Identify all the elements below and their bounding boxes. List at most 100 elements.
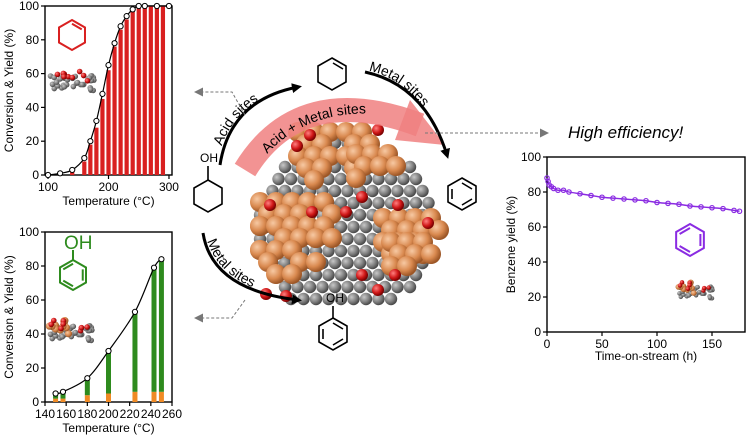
bar-green <box>84 379 90 396</box>
bar <box>106 70 111 175</box>
carbon-atom <box>278 280 292 294</box>
bar-green <box>60 393 66 399</box>
oxygen-atom <box>685 286 691 292</box>
plot-frame <box>546 156 746 333</box>
bar <box>124 19 129 175</box>
carbon-atom <box>272 172 285 186</box>
oxygen-atom <box>69 74 76 81</box>
carbon-atom <box>384 172 398 186</box>
benzene-yield-point <box>560 187 567 194</box>
bar-green <box>151 269 157 392</box>
y-tick-label: 100 <box>19 225 39 239</box>
carbon-atom <box>347 268 360 282</box>
benzene-yield-point <box>610 195 616 201</box>
carbon-atom <box>303 280 317 294</box>
carbon-atom <box>278 160 292 174</box>
oxygen-atom <box>372 124 384 136</box>
y-tick-label: 100 <box>19 0 39 13</box>
cyclohexene-inset-icon <box>58 18 86 52</box>
benzene-yield-point <box>632 197 638 203</box>
bar-orange <box>60 398 66 402</box>
bar-orange <box>53 398 59 402</box>
bar-orange <box>158 391 164 402</box>
y-tick-label: 40 <box>26 327 40 341</box>
oxygen-atom <box>706 285 711 290</box>
bar-green <box>106 352 111 394</box>
benzene-yield-point <box>654 199 660 206</box>
y-tick-label: 0 <box>32 395 39 409</box>
copper-atom <box>304 170 324 190</box>
conversion-point <box>135 2 142 10</box>
benzene-yield-point <box>577 190 583 197</box>
carbon-atom <box>309 292 323 306</box>
copper-atom <box>282 264 302 284</box>
x-tick-label: 100 <box>38 180 58 194</box>
carbon-atom <box>409 196 423 210</box>
y-tick-label: 80 <box>528 185 542 199</box>
x-tick-label: 140 <box>35 407 55 421</box>
carbon-atom <box>409 172 423 186</box>
bar-orange <box>151 391 157 402</box>
oxygen-atom <box>701 285 707 291</box>
carbon-atom <box>347 244 360 258</box>
carbon-atom <box>697 289 702 295</box>
carbon-atom <box>359 220 373 234</box>
carbon-atom <box>366 184 379 198</box>
bar <box>118 29 123 175</box>
x-tick-label: 260 <box>162 407 182 421</box>
bar <box>112 46 117 176</box>
carbon-atom <box>284 172 298 186</box>
oxygen-atom <box>48 321 55 328</box>
carbon-atom <box>391 184 404 198</box>
carbon-atom <box>403 160 417 174</box>
x-axis-label: Temperature (°C) <box>62 194 154 208</box>
acid-sites-label: Acid sites <box>210 90 261 148</box>
carbon-atom <box>322 268 335 282</box>
copper-atom <box>397 256 417 276</box>
x-axis-label: Time-on-stream (h) <box>595 349 697 363</box>
conversion-point <box>44 171 52 179</box>
oxygen-atom <box>392 199 404 211</box>
high-efficiency-label: High efficiency! <box>568 123 684 142</box>
copper-atom <box>429 220 449 240</box>
benzene-yield-point <box>621 196 627 202</box>
conversion-point <box>123 13 130 20</box>
oxygen-atom <box>78 324 85 331</box>
y-tick-label: 60 <box>26 67 40 81</box>
oxygen-atom <box>687 282 692 288</box>
phenol-oh-label: OH <box>326 291 344 305</box>
carbon-atom <box>353 256 367 270</box>
copper-atom <box>306 228 326 248</box>
y-axis-label: Benzene yield (%) <box>504 196 518 293</box>
connector-to-top-chart <box>194 87 246 116</box>
oxygen-atom <box>422 217 434 229</box>
conversion-point <box>153 2 160 10</box>
cyclohexene-inset-icon-double-bond <box>71 22 83 31</box>
bar-green <box>158 259 164 392</box>
copper-atom <box>690 290 697 296</box>
oxygen-atom <box>80 72 87 79</box>
bar-orange <box>106 393 111 402</box>
conversion-point <box>105 347 112 355</box>
bar-green <box>132 313 138 392</box>
oxygen-atom <box>304 129 316 141</box>
carbon-atom <box>372 172 385 186</box>
metal-sites-bottom-label: Metal sites <box>204 236 258 290</box>
phenol-inset-icon-double-bond <box>62 279 74 288</box>
benzene-yield-point <box>720 205 726 212</box>
carbon-atom <box>372 196 385 210</box>
cyclohexanol-molecule: OH <box>193 151 223 213</box>
conversion-point <box>158 256 165 263</box>
benzene-yield-point <box>687 203 693 209</box>
carbon-atom <box>334 292 348 306</box>
conversion-point <box>87 138 94 145</box>
benzene-yield-point <box>599 194 605 201</box>
y-tick-label: 100 <box>521 150 541 164</box>
phenol-inset-oh-label: OH <box>64 233 93 254</box>
carbon-atom <box>347 196 360 210</box>
connector-to-bottom-chart <box>194 299 246 323</box>
x-tick-label: 160 <box>56 407 76 421</box>
conversion-point <box>81 155 88 162</box>
